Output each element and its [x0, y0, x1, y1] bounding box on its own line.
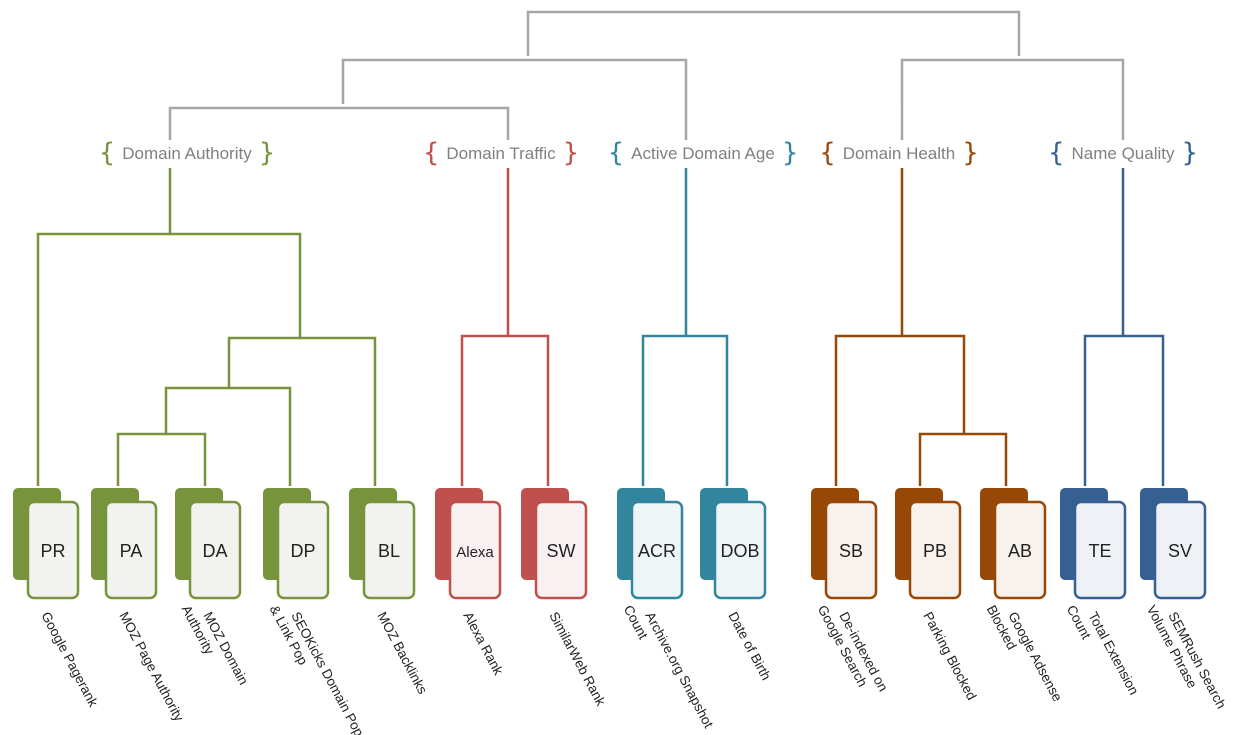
bracket-right-icon: }: [259, 138, 276, 168]
metric-name-da: MOZ DomainAuthority: [179, 595, 252, 695]
metric-card-sw: SW: [521, 488, 588, 600]
metric-abbr: ACR: [638, 541, 676, 561]
metric-card-ab: AB: [980, 488, 1047, 600]
card-front: [630, 500, 684, 600]
health-split-link: [834, 334, 966, 486]
metric-card-alexa: Alexa: [435, 488, 502, 600]
metric-name-te: Total ExtensionCount: [1064, 595, 1142, 705]
metric-name-alexa: Alexa Rank: [460, 609, 506, 677]
metric-name-acr: Archive.org SnapshotCount: [621, 595, 717, 735]
card-front: [362, 500, 416, 600]
metric-card-te: TE: [1060, 488, 1127, 600]
metric-abbr: PA: [120, 541, 143, 561]
pa-da-link: [116, 432, 207, 486]
category-label-authority: Domain Authority: [122, 144, 252, 163]
metric-card-bl: BL: [349, 488, 416, 600]
category-label-quality: Name Quality: [1072, 144, 1175, 163]
metric-card-pa: PA: [91, 488, 158, 600]
card-front: [908, 500, 962, 600]
alexa-sw-link: [460, 334, 550, 486]
metric-name-pa: MOZ Page Authority: [116, 609, 186, 724]
metric-name-bl: MOZ Backlinks: [374, 609, 430, 696]
metric-name-ab: Google AdsenseBlocked: [984, 595, 1065, 711]
metric-card-sv: SV: [1140, 488, 1207, 600]
card-front: [1153, 500, 1207, 600]
metric-card-sb: SB: [811, 488, 878, 600]
card-front: [534, 500, 588, 600]
left-branch-link: [341, 58, 688, 140]
metric-abbr: DA: [202, 541, 227, 561]
authority-split-link: [36, 232, 302, 486]
category-label-age: Active Domain Age: [631, 144, 775, 163]
metric-abbr: Alexa: [456, 544, 494, 561]
metric-card-da: DA: [175, 488, 242, 600]
bracket-left-icon: {: [819, 138, 836, 168]
card-front: [188, 500, 242, 600]
card-front: [448, 500, 502, 600]
metric-abbr: SB: [839, 541, 863, 561]
card-front: [104, 500, 158, 600]
category-label-health: Domain Health: [843, 144, 955, 163]
metric-card-dob: DOB: [700, 488, 767, 600]
root-link: [526, 10, 1021, 56]
authority-sub-link-2: [164, 386, 292, 486]
metric-card-pr: PR: [13, 488, 80, 600]
metric-abbr: DP: [290, 541, 315, 561]
te-sv-link: [1083, 334, 1165, 486]
bracket-left-icon: {: [99, 138, 116, 168]
category-label-traffic: Domain Traffic: [446, 144, 556, 163]
metric-name-sb: De-indexed onGoogle Search: [815, 595, 891, 701]
authority-traffic-link: [168, 106, 510, 140]
metric-abbr: SV: [1168, 541, 1192, 561]
acr-dob-link: [641, 334, 729, 486]
metric-abbr: BL: [378, 541, 400, 561]
pb-ab-link: [918, 432, 1008, 486]
metric-cards: PR PA DA DP BL Alexa SW ACR DOB SB PB AB TE SV: [13, 488, 1207, 600]
metric-name-pb: Parking Blocked: [920, 609, 979, 702]
metric-abbr: SW: [547, 541, 576, 561]
card-front: [276, 500, 330, 600]
metric-abbr: DOB: [720, 541, 759, 561]
metric-card-acr: ACR: [617, 488, 684, 600]
card-front: [1073, 500, 1127, 600]
metric-name-sw: SimilarWeb Rank: [546, 609, 608, 708]
metric-abbr: PB: [923, 541, 947, 561]
card-front: [993, 500, 1047, 600]
card-front: [824, 500, 878, 600]
bracket-left-icon: {: [608, 138, 625, 168]
category-labels: Domain Authority {} Domain Traffic {} Active…: [99, 138, 1198, 168]
authority-sub-link-1: [227, 336, 377, 486]
metric-card-pb: PB: [895, 488, 962, 600]
metric-card-dp: DP: [263, 488, 330, 600]
bracket-right-icon: }: [1181, 138, 1198, 168]
bracket-right-icon: }: [962, 138, 979, 168]
bracket-left-icon: {: [1048, 138, 1065, 168]
right-branch-link: [900, 58, 1125, 140]
bracket-right-icon: }: [563, 138, 580, 168]
metric-name-dp: SEOKicks Domain Pop& Link Pop: [267, 595, 367, 735]
card-front: [713, 500, 767, 600]
metric-name-pr: Google Pagerank: [38, 609, 101, 709]
dendrogram-lines: [36, 10, 1165, 486]
bracket-left-icon: {: [423, 138, 440, 168]
metric-name-sv: SEMRush SearchVolume Phrase: [1144, 595, 1229, 718]
metric-name-dob: Date of Birth: [725, 609, 773, 682]
metric-abbr: AB: [1008, 541, 1032, 561]
metric-abbr: TE: [1088, 541, 1111, 561]
card-front: [26, 500, 80, 600]
metric-abbr: PR: [40, 541, 65, 561]
bracket-right-icon: }: [782, 138, 799, 168]
